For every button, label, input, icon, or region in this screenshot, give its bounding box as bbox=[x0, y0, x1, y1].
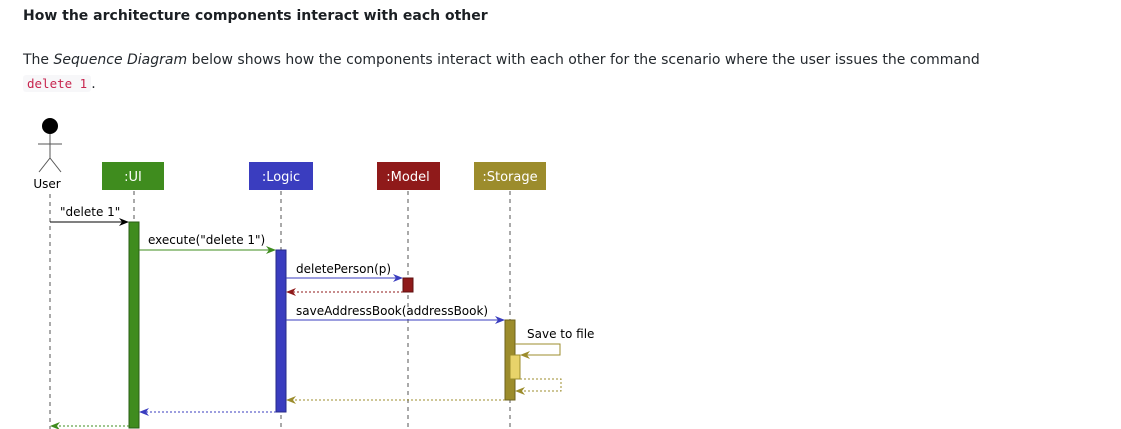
participant-logic: :Logic bbox=[249, 162, 313, 190]
participant-storage: :Storage bbox=[474, 162, 546, 190]
message-delete-person-label: deletePerson(p) bbox=[296, 262, 391, 276]
sequence-diagram-term: Sequence Diagram bbox=[53, 52, 188, 68]
command-code: delete 1 bbox=[23, 75, 92, 92]
participant-storage-box bbox=[474, 162, 546, 190]
message-delete-command-label: "delete 1" bbox=[60, 205, 120, 219]
user-actor: User bbox=[33, 118, 62, 191]
message-save-address-book-label: saveAddressBook(addressBook) bbox=[296, 304, 488, 318]
message-delete-person: deletePerson(p) bbox=[286, 262, 403, 282]
participant-storage-label: :Storage bbox=[482, 170, 537, 185]
ui-activation-bar bbox=[128, 221, 140, 429]
participant-logic-box bbox=[249, 162, 313, 190]
message-save-to-file-label: Save to file bbox=[527, 327, 594, 341]
message-delete-command: "delete 1" bbox=[50, 205, 129, 226]
participant-logic-label: :Logic bbox=[262, 170, 300, 185]
description-period: . bbox=[91, 76, 96, 92]
message-execute-label: execute("delete 1") bbox=[148, 233, 265, 247]
participant-model-label: :Model bbox=[386, 170, 429, 185]
user-actor-label: User bbox=[33, 177, 60, 191]
participant-ui: :UI bbox=[102, 162, 164, 190]
participant-ui-box bbox=[102, 162, 164, 190]
message-save-to-file-arrow bbox=[515, 343, 561, 359]
message-save-to-file: Save to file bbox=[515, 327, 594, 395]
participant-model-box bbox=[377, 162, 440, 190]
section-heading: How the architecture components interact… bbox=[23, 8, 488, 24]
description-text-start: The bbox=[23, 52, 54, 68]
description-text-end: below shows how the components interact … bbox=[187, 52, 980, 68]
lifelines bbox=[49, 191, 511, 429]
logic-activation-bar bbox=[275, 249, 287, 413]
user-actor-head bbox=[42, 118, 58, 134]
return-from-save-to-file-arrow bbox=[515, 378, 562, 395]
participant-model: :Model bbox=[377, 162, 440, 190]
model-activation-bar bbox=[402, 277, 414, 293]
participant-ui-label: :UI bbox=[124, 170, 142, 185]
message-execute: execute("delete 1") bbox=[139, 233, 276, 254]
description-paragraph: The Sequence Diagram below shows how the… bbox=[23, 48, 1103, 96]
message-save-address-book: saveAddressBook(addressBook) bbox=[286, 304, 505, 324]
storage-nested-activation-bar bbox=[509, 354, 521, 380]
